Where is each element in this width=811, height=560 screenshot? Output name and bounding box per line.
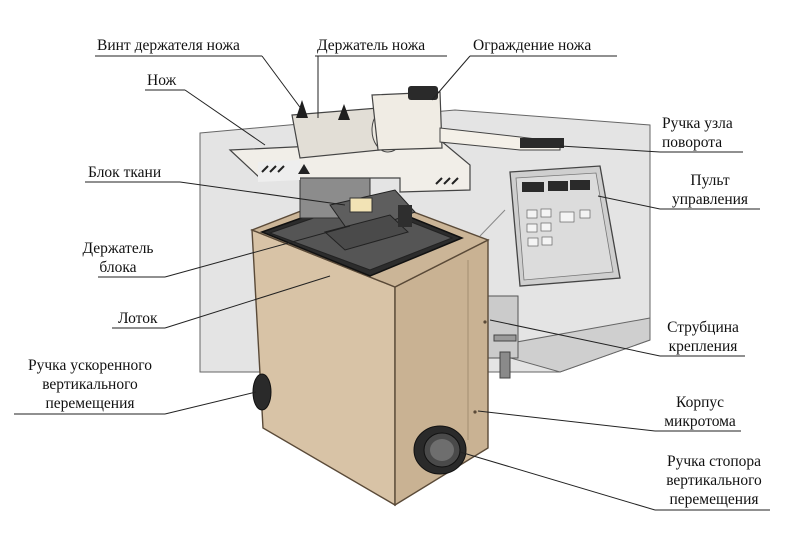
label-stopper-line2: вертикального [666,472,762,489]
leader-lines [14,55,770,511]
label-rotation-handle-line1: Ручка узла [662,115,733,132]
label-knife-holder: Держатель ножа [317,37,426,54]
label-microtome-body-line1: Корпус [676,394,724,411]
mounting-clamp [487,295,519,379]
label-knife: Нож [147,72,177,89]
specimen-column [299,177,416,251]
label-control-panel-line2: управления [671,191,749,208]
label-fast-vertical-line2: вертикального [42,376,138,393]
label-control-panel-line1: Пульт [690,172,730,189]
label-block-holder-line2: блока [99,259,137,276]
label-stopper-line3: перемещения [669,491,759,508]
stopper-knob [413,425,467,475]
knife-guard-body [371,91,443,151]
label-fast-vertical-line3: перемещения [45,395,135,412]
label-mounting-clamp-line1: Струбцина [667,319,739,336]
label-microtome-body-line2: микротома [664,413,736,430]
label-tray: Лоток [118,310,158,327]
label-mounting-clamp-line2: крепления [668,338,738,355]
label-rotation-handle-line2: поворота [662,134,723,151]
label-knife-holder-screw: Винт держателя ножа [97,37,240,54]
label-knife-guard: Ограждение ножа [473,37,592,54]
knife-assembly [228,86,564,193]
label-stopper-line1: Ручка стопора [666,453,762,470]
fast-vertical-handle [252,373,272,411]
label-block-holder-line1: Держатель [82,240,154,257]
control-panel-device [479,165,621,287]
label-fast-vertical-line1: Ручка ускоренного [27,357,153,374]
label-tissue-block: Блок ткани [88,164,162,181]
